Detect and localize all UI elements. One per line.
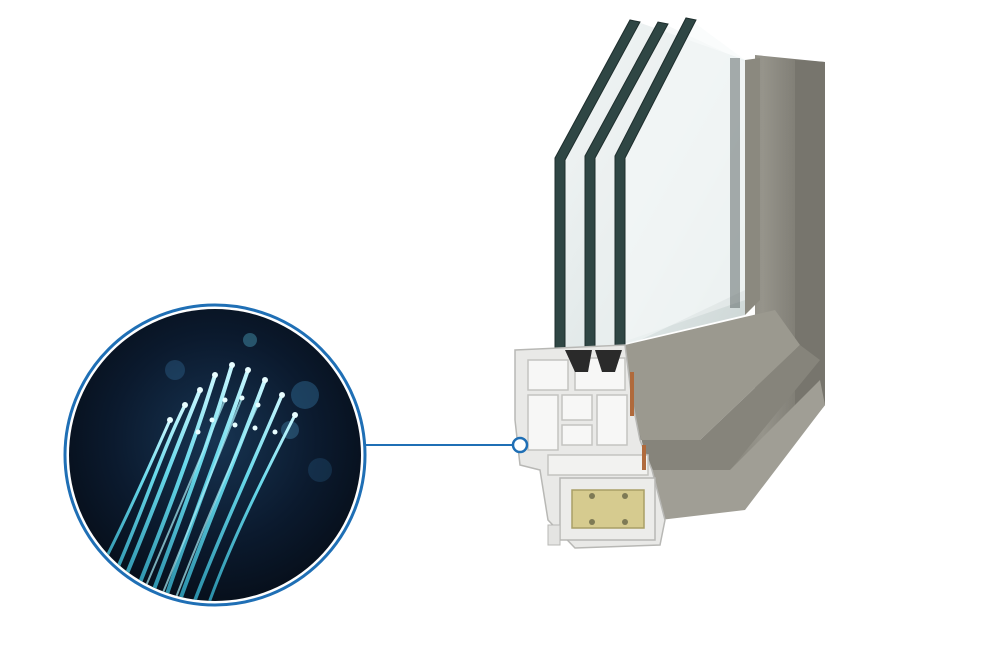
window-profile-cross-section xyxy=(514,17,825,549)
glass-fiber-detail xyxy=(63,303,367,607)
callout-marker xyxy=(511,436,529,454)
fiber-strands xyxy=(98,363,297,601)
triple-glazing xyxy=(554,17,745,362)
fiber-tips xyxy=(167,362,298,435)
frame-insulation-chamber xyxy=(547,477,656,546)
callout-connector xyxy=(361,436,529,454)
